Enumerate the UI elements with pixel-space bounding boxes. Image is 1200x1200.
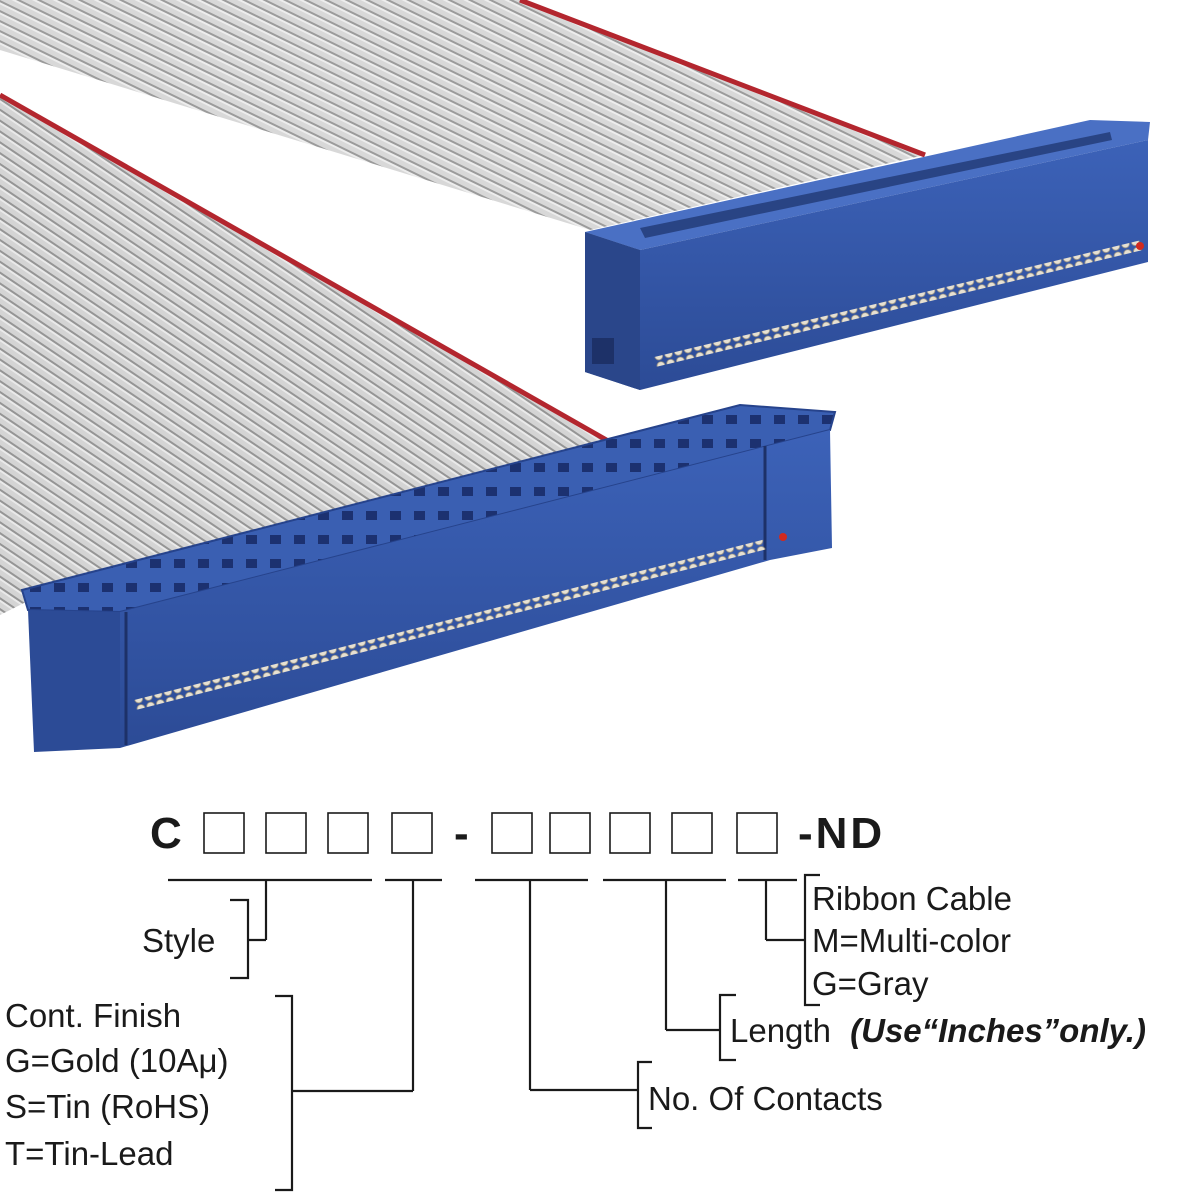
contacts-leader [528,880,652,1130]
contacts-label: No. Of Contacts [648,1080,883,1117]
ribbon-cable-leader [764,873,820,1007]
digit-box-contacts-2 [549,812,591,854]
ribbon-cable-title: Ribbon Cable [812,880,1012,917]
back-connector [585,120,1150,390]
part-number: C - -ND [150,809,885,858]
length-label: Length [730,1012,831,1049]
digit-box-style-3 [327,812,369,854]
length-note: (Use“Inches”only.) [850,1012,1146,1049]
cont-finish-option-gold: G=Gold (10Aμ) [5,1042,229,1079]
cont-finish-option-tin: S=Tin (RoHS) [5,1088,210,1125]
front-ribbon-cable [0,92,612,615]
digit-box-contacts-1 [491,812,533,854]
style-leader [230,880,268,980]
part-number-separator: - [454,809,469,858]
digit-box-length-1 [609,812,651,854]
part-number-diagram: C - -ND Style Cont. Finish G=Gold (10Aμ)… [5,809,1146,1192]
digit-box-style-2 [265,812,307,854]
digit-box-finish [391,812,433,854]
digit-box-cable [736,812,778,854]
ribbon-cable-option-multicolor: M=Multi-color [812,922,1011,959]
ribbon-cable-assembly-illustration [0,0,1150,752]
length-leader [664,880,736,1062]
part-number-suffix: -ND [798,809,885,858]
digit-box-length-2 [671,812,713,854]
ribbon-cable-option-gray: G=Gray [812,965,929,1002]
part-number-prefix: C [150,809,182,858]
cont-finish-option-tin-lead: T=Tin-Lead [5,1135,173,1172]
length-text: Length (Use“Inches”only.) [730,1012,1146,1049]
digit-box-style-1 [203,812,245,854]
cont-finish-title: Cont. Finish [5,997,181,1034]
style-label: Style [142,922,215,959]
cont-finish-leader [275,880,415,1192]
back-ribbon-cable [0,0,926,230]
front-connector [20,403,837,752]
